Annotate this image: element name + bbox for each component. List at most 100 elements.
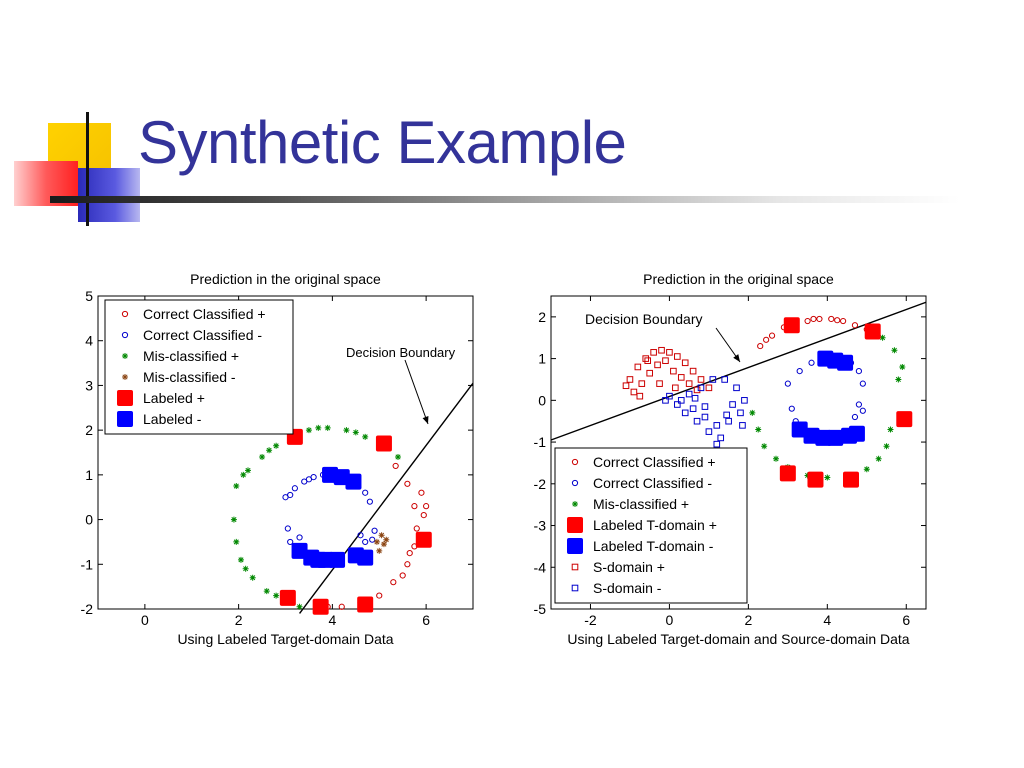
x-axis-label: Using Labeled Target-domain and Source-d… bbox=[567, 631, 909, 647]
data-point bbox=[654, 361, 661, 369]
data-point bbox=[634, 363, 642, 371]
legend-marker bbox=[571, 563, 579, 571]
data-point bbox=[757, 342, 764, 350]
data-point bbox=[701, 403, 709, 410]
data-point bbox=[796, 368, 803, 375]
legend-marker bbox=[121, 331, 129, 339]
data-point bbox=[723, 411, 730, 419]
y-tick-label: -1 bbox=[534, 434, 547, 450]
data-point bbox=[357, 596, 374, 613]
data-point bbox=[672, 384, 679, 392]
data-point bbox=[312, 598, 329, 615]
data-point bbox=[338, 603, 345, 610]
data-point bbox=[324, 424, 331, 431]
data-point bbox=[713, 422, 721, 429]
data-point bbox=[242, 565, 249, 572]
legend-label: Mis-classified + bbox=[143, 348, 239, 364]
data-point bbox=[733, 384, 740, 392]
data-point bbox=[788, 405, 795, 412]
data-point bbox=[761, 443, 768, 450]
data-point bbox=[808, 359, 815, 366]
data-point bbox=[899, 363, 906, 370]
data-point bbox=[406, 550, 413, 557]
data-point bbox=[875, 455, 882, 462]
data-point bbox=[810, 315, 817, 323]
x-tick-label: 0 bbox=[666, 612, 674, 628]
data-point bbox=[662, 397, 669, 404]
data-point bbox=[666, 392, 673, 400]
data-point bbox=[644, 357, 652, 364]
data-point bbox=[273, 442, 280, 449]
data-point bbox=[249, 574, 256, 581]
data-point bbox=[287, 491, 294, 499]
legend-marker bbox=[121, 310, 129, 318]
legend: Correct Classified +Correct Classified -… bbox=[104, 299, 294, 435]
annotation-text: Decision Boundary bbox=[585, 311, 703, 327]
data-point bbox=[357, 549, 374, 566]
data-point bbox=[230, 516, 237, 523]
y-tick-label: 2 bbox=[85, 422, 93, 438]
data-point bbox=[685, 390, 693, 398]
data-point bbox=[840, 317, 847, 325]
data-point bbox=[779, 465, 796, 482]
data-point bbox=[883, 443, 890, 450]
annotation-arrow bbox=[404, 359, 429, 425]
data-point bbox=[705, 428, 713, 435]
data-point bbox=[399, 572, 406, 579]
data-point bbox=[305, 476, 313, 483]
data-point bbox=[725, 417, 732, 425]
y-tick-label: 1 bbox=[538, 351, 546, 367]
data-point bbox=[287, 538, 294, 546]
y-tick-label: 3 bbox=[85, 377, 93, 393]
data-point bbox=[693, 417, 701, 425]
data-point bbox=[689, 405, 697, 412]
data-point bbox=[378, 532, 385, 539]
data-point bbox=[737, 409, 744, 417]
series-labeled- bbox=[279, 428, 432, 615]
legend-box bbox=[554, 447, 748, 604]
data-point bbox=[423, 503, 430, 510]
series-labeled-t-domain- bbox=[791, 350, 865, 446]
data-point bbox=[362, 433, 369, 440]
data-point bbox=[891, 347, 898, 354]
data-point bbox=[896, 411, 913, 428]
data-point bbox=[362, 538, 369, 546]
y-tick-label: 4 bbox=[85, 333, 93, 349]
data-point bbox=[357, 532, 364, 539]
data-point bbox=[859, 380, 866, 387]
data-point bbox=[626, 376, 634, 383]
data-point bbox=[380, 541, 387, 548]
x-axis-label: Using Labeled Target-domain Data bbox=[177, 631, 393, 647]
data-point bbox=[741, 397, 748, 404]
data-point bbox=[721, 376, 728, 383]
title-divider bbox=[50, 196, 960, 203]
series-s-domain- bbox=[662, 376, 748, 448]
data-point bbox=[827, 429, 844, 446]
data-point bbox=[895, 376, 902, 383]
data-point bbox=[296, 534, 303, 541]
data-point bbox=[420, 512, 427, 519]
data-point bbox=[343, 427, 350, 434]
x-tick-label: 2 bbox=[744, 612, 752, 628]
data-point bbox=[411, 503, 418, 510]
data-point bbox=[390, 579, 397, 586]
data-point bbox=[373, 538, 380, 545]
data-point bbox=[233, 483, 240, 490]
data-point bbox=[677, 374, 685, 381]
data-point bbox=[749, 409, 756, 416]
data-point bbox=[630, 388, 638, 396]
legend-item: S-domain + bbox=[571, 559, 665, 575]
legend-item: Correct Classified + bbox=[121, 306, 266, 322]
y-tick-label: 1 bbox=[85, 467, 93, 483]
chart-title: Prediction in the original space bbox=[643, 271, 834, 287]
data-point bbox=[670, 367, 677, 375]
data-point bbox=[315, 424, 322, 431]
data-point bbox=[383, 536, 390, 543]
data-point bbox=[697, 384, 705, 392]
y-tick-label: 2 bbox=[538, 309, 546, 325]
data-point bbox=[689, 367, 697, 375]
data-point bbox=[674, 353, 681, 360]
data-point bbox=[784, 380, 791, 387]
legend-item: Labeled T-domain - bbox=[567, 538, 714, 554]
data-point bbox=[816, 315, 823, 323]
